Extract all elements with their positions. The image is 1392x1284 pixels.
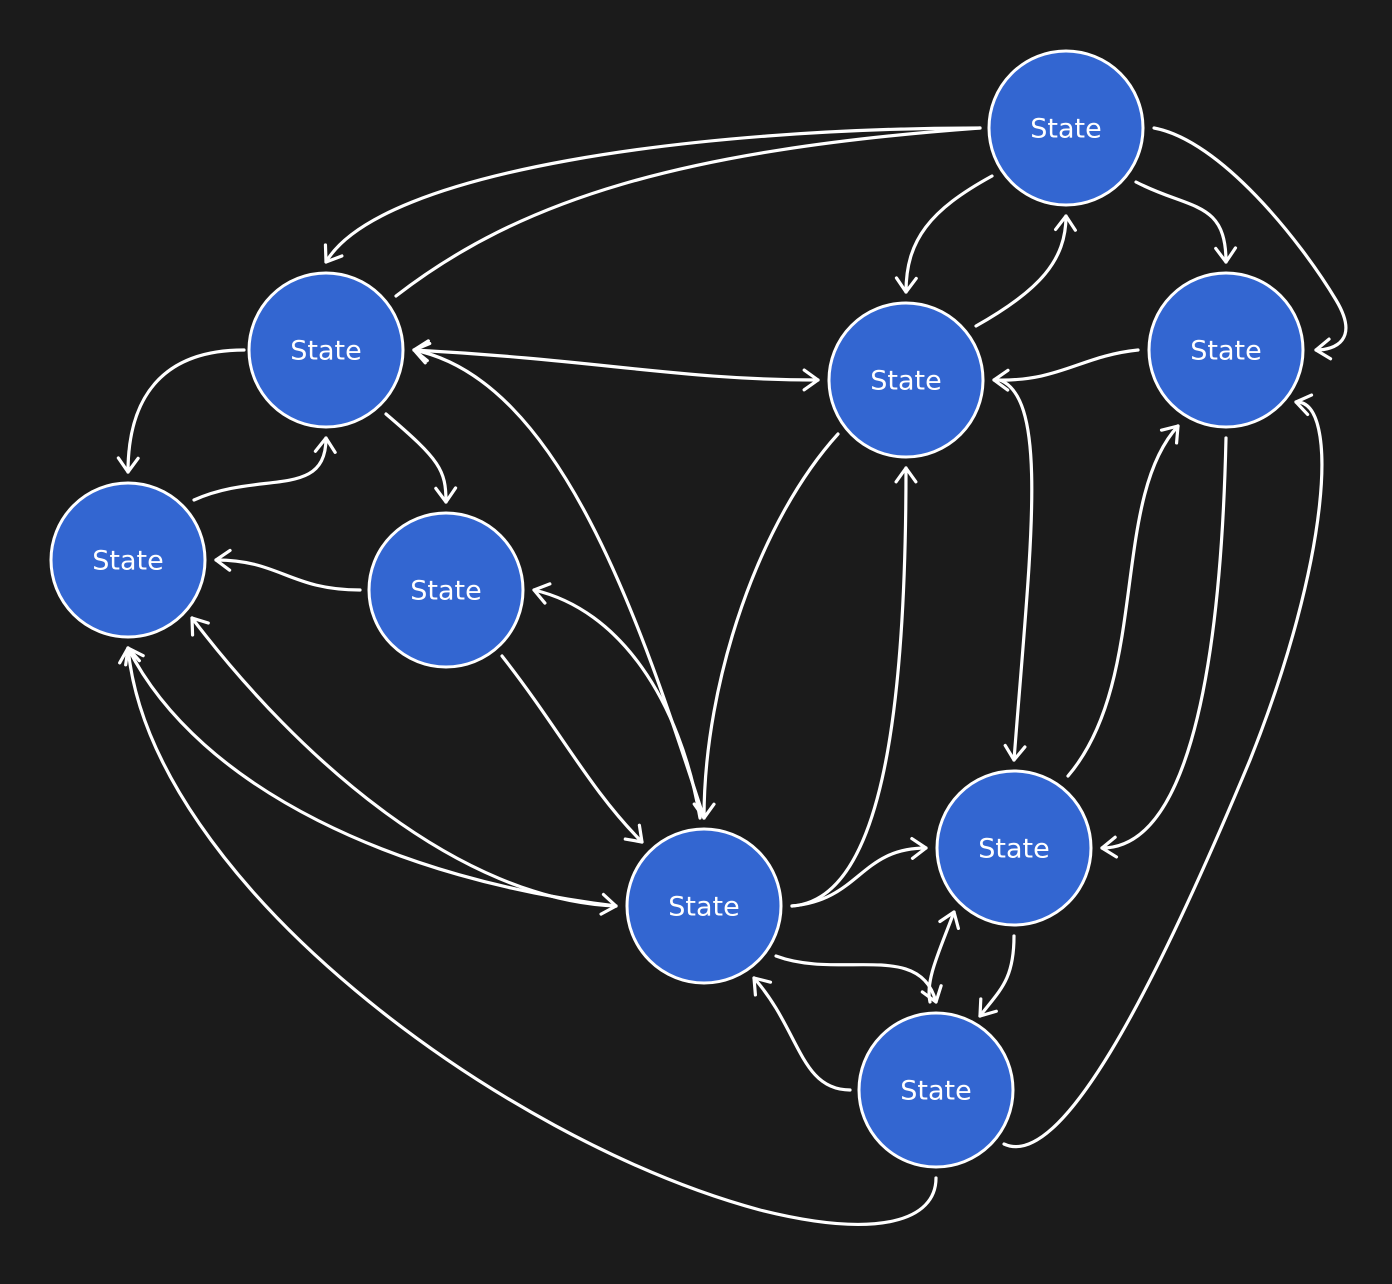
edge-8-arrowhead-end: [313, 436, 337, 454]
edge-s_center-to-s_top: [974, 214, 1068, 328]
edge-s_low-to-s_br: [927, 910, 956, 1004]
state-node-label: State: [410, 576, 481, 607]
edges-layer: [116, 126, 1348, 1226]
edge-s_bot-to-s_mid: [532, 588, 702, 820]
state-node-s_bot[interactable]: State: [625, 827, 783, 985]
edge-21-arrowhead-end: [190, 616, 210, 637]
state-node-circle: [247, 271, 405, 429]
state-node-s_center[interactable]: State: [827, 301, 985, 459]
edge-s_top-to-s_right: [1134, 180, 1228, 264]
edge-18-arrowhead-end: [1159, 424, 1180, 445]
edge-s_center-to-s_br: [998, 378, 1034, 762]
state-node-circle: [827, 301, 985, 459]
edge-23-arrowhead-end: [920, 984, 943, 1004]
edge-2-arrowhead-end: [894, 276, 918, 294]
state-node-circle: [1147, 271, 1305, 429]
state-node-label: State: [870, 366, 941, 397]
edge-s_br-to-s_low: [978, 934, 1016, 1018]
edge-6-arrowhead-end: [802, 368, 820, 392]
edge-s_mid-to-s_bot: [500, 654, 644, 844]
edge-3-arrowhead-end: [1054, 214, 1077, 232]
edge-s_top-to-s_ul: [324, 126, 982, 264]
edge-s_center-to-s_bot: [702, 432, 840, 820]
edge-s_bot-to-s_br: [790, 846, 928, 908]
state-node-label: State: [92, 546, 163, 577]
edge-s_ul-to-s_top: [394, 126, 982, 298]
edge-17-arrowhead-end: [1003, 743, 1027, 762]
edge-7-arrowhead-end: [116, 456, 140, 474]
edge-s_bot-to-s_left: [190, 616, 618, 908]
edge-14-arrowhead-end: [692, 802, 716, 820]
edge-s_left-to-s_bot: [126, 646, 618, 908]
edge-s_mid-to-s_left: [214, 558, 362, 592]
edge-19-arrowhead-end: [1100, 835, 1119, 859]
edge-s_left-to-s_ul: [192, 436, 328, 502]
edge-s_low-to-s_right: [1002, 400, 1324, 1149]
edge-24-arrowhead-end: [752, 976, 773, 997]
edge-s_low-to-s_bot: [752, 976, 852, 1092]
edge-s_br-to-s_right: [1066, 424, 1180, 778]
state-node-circle: [367, 511, 525, 669]
edge-9-arrowhead-end: [434, 486, 458, 504]
state-node-circle: [857, 1011, 1015, 1169]
state-node-s_left[interactable]: State: [49, 481, 207, 639]
edge-4-arrowhead-end: [1214, 246, 1238, 264]
edge-15-arrowhead-end: [894, 466, 918, 484]
state-node-circle: [987, 49, 1145, 207]
state-node-circle: [935, 769, 1093, 927]
state-node-label: State: [290, 336, 361, 367]
edge-5-arrowhead-end: [1314, 337, 1333, 361]
edge-12-arrowhead-end: [623, 823, 644, 844]
edge-s_ul-to-s_center: [412, 348, 820, 382]
state-node-circle: [625, 827, 783, 985]
edge-10-arrowhead-end: [412, 341, 432, 365]
edge-s_top-to-s_center: [904, 174, 994, 294]
edge-s_bot-to-s_center: [790, 466, 908, 908]
edge-22-arrowhead-end: [910, 836, 928, 860]
edge-s_top-to-s_right: [1152, 126, 1348, 352]
state-node-label: State: [978, 834, 1049, 865]
edge-16-arrowhead-end: [992, 368, 1010, 392]
state-node-label: State: [1030, 114, 1101, 145]
edge-25-arrowhead-end: [978, 997, 998, 1018]
state-node-s_top[interactable]: State: [987, 49, 1145, 207]
state-node-s_right[interactable]: State: [1147, 271, 1305, 429]
edge-26-arrowhead-end: [938, 910, 960, 931]
state-node-s_mid[interactable]: State: [367, 511, 525, 669]
edge-0-arrowhead-end: [323, 243, 344, 264]
state-node-s_low[interactable]: State: [857, 1011, 1015, 1169]
state-node-circle: [49, 481, 207, 639]
edge-11-arrowhead-end: [214, 548, 232, 572]
edge-s_ul-to-s_left: [126, 348, 246, 474]
edge-27-arrowhead-end: [118, 646, 141, 665]
edge-s_right-to-s_center: [992, 348, 1140, 382]
edge-s_bot-to-s_low: [774, 954, 938, 1004]
state-node-s_ul[interactable]: State: [247, 271, 405, 429]
edge-13-arrowhead-end: [532, 582, 552, 605]
state-node-label: State: [1190, 336, 1261, 367]
edge-s_low-to-s_left: [126, 646, 938, 1226]
state-node-label: State: [900, 1076, 971, 1107]
nodes-layer: StateStateStateStateStateStateStateState…: [49, 49, 1305, 1169]
state-node-s_br[interactable]: State: [935, 769, 1093, 927]
edge-s_ul-to-s_mid: [384, 412, 448, 504]
edge-s_right-to-s_br: [1100, 436, 1228, 850]
edge-28-arrowhead-end: [1294, 393, 1314, 417]
state-node-label: State: [668, 892, 739, 923]
